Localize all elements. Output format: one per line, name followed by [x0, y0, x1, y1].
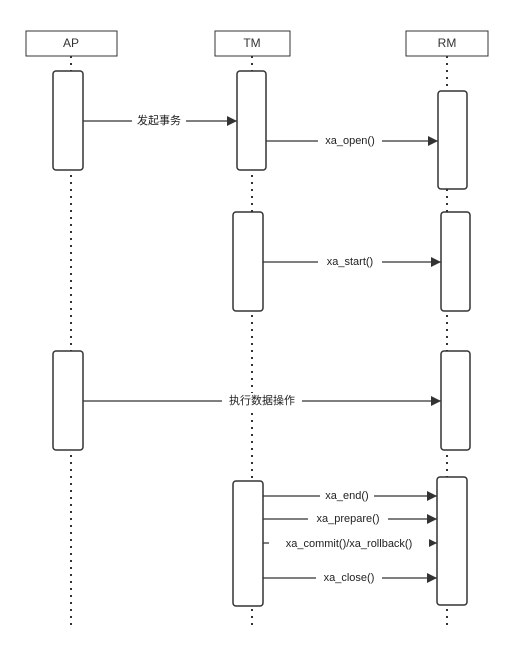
participant-tm: TM: [214, 30, 291, 57]
message-label: xa_prepare(): [317, 513, 380, 525]
message-xa-open: xa_open(): [266, 133, 438, 149]
message-execute-data-operation: 执行数据操作: [83, 393, 441, 409]
message-xa-end: xa_end(): [263, 488, 437, 504]
activation-ap-2: [52, 350, 84, 451]
activation-ap-1: [52, 70, 84, 171]
activation-rm-3: [440, 350, 471, 451]
message-label: xa_close(): [324, 572, 375, 584]
participant-rm-label: RM: [438, 36, 457, 50]
activation-rm-4: [436, 476, 468, 606]
participant-rm: RM: [405, 30, 489, 57]
activation-tm-2: [232, 211, 264, 312]
message-label: xa_open(): [325, 135, 375, 147]
message-xa-commit-rollback: xa_commit()/xa_rollback(): [263, 535, 437, 551]
message-label: xa_end(): [325, 490, 368, 502]
participant-tm-label: TM: [243, 36, 260, 50]
message-initiate-transaction: 发起事务: [83, 113, 237, 129]
message-label: 发起事务: [137, 113, 181, 127]
message-xa-prepare: xa_prepare(): [263, 511, 437, 527]
activation-rm-1: [437, 90, 468, 190]
message-label: 执行数据操作: [229, 393, 295, 407]
message-label: xa_commit()/xa_rollback(): [286, 538, 413, 550]
message-label: xa_start(): [327, 256, 373, 268]
participant-ap: AP: [25, 30, 118, 57]
participant-ap-label: AP: [63, 36, 79, 50]
activation-tm-1: [236, 70, 267, 171]
activation-rm-2: [440, 211, 471, 312]
message-xa-close: xa_close(): [263, 570, 437, 586]
activation-tm-3: [232, 480, 264, 607]
message-xa-start: xa_start(): [263, 254, 441, 270]
